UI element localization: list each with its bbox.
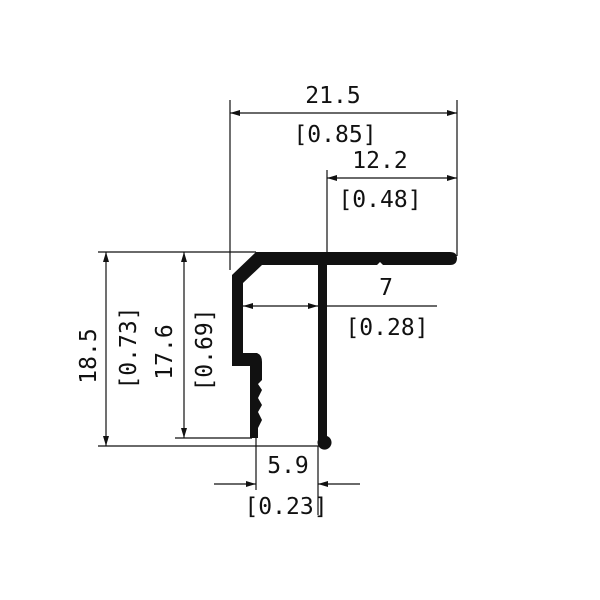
dim-inner-gap-in: [0.28] bbox=[345, 315, 428, 341]
dim-wall-height-mm: 17.6 bbox=[152, 324, 178, 379]
dim-flange-width-in: [0.48] bbox=[338, 187, 421, 213]
dim-base-gap-mm: 5.9 bbox=[267, 453, 309, 479]
dim-overall-width-in: [0.85] bbox=[293, 122, 376, 148]
dim-flange-width-mm: 12.2 bbox=[352, 148, 407, 174]
dim-inner-gap-mm: 7 bbox=[379, 275, 393, 301]
dim-wall-height-in: [0.69] bbox=[192, 308, 218, 391]
dim-overall-width-mm: 21.5 bbox=[305, 83, 360, 109]
aluminum-profile bbox=[232, 252, 457, 450]
dim-overall-height-in: [0.73] bbox=[116, 306, 142, 389]
dim-base-gap-in: [0.23] bbox=[244, 494, 327, 520]
dim-overall-height-mm: 18.5 bbox=[76, 328, 102, 383]
